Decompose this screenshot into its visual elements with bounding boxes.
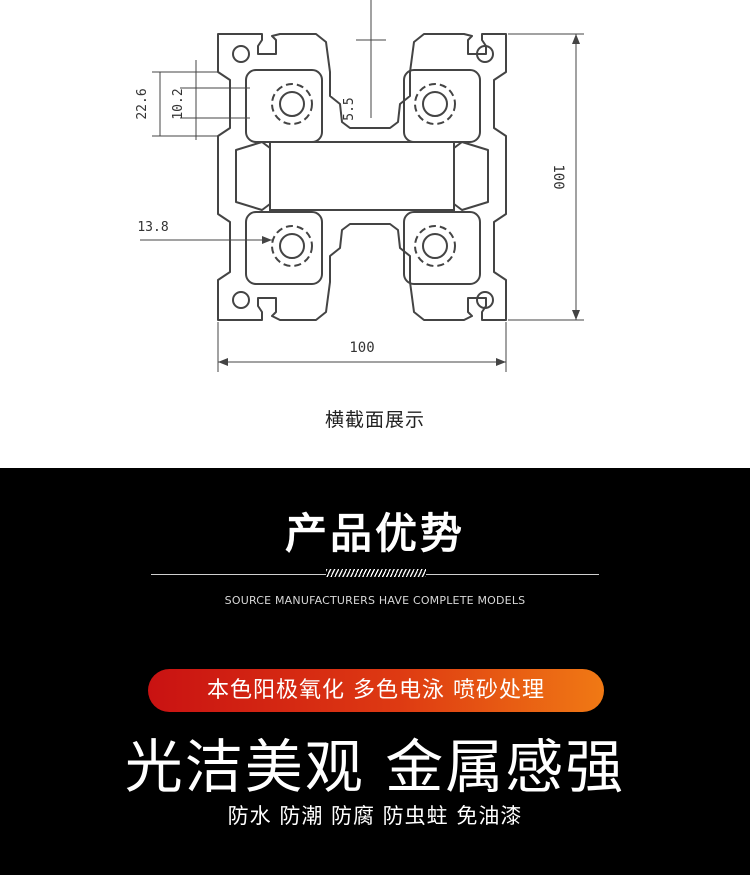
treatments-badge: 本色阳极氧化 多色电泳 喷砂处理 (148, 669, 604, 712)
cross-section-caption: 横截面展示 (324, 409, 425, 431)
dim-label-hole: 13.8 (137, 220, 168, 235)
gear-hole-tl (271, 83, 313, 125)
profile-cross-section-drawing: 100 100 22.6 10.2 5.5 13.8 (135, 0, 584, 372)
cross-section-panel: 100 100 22.6 10.2 5.5 13.8 横截面展示 (135, 0, 584, 431)
gear-hole-tr-inner (422, 91, 448, 117)
advantages-section: 产品优势 SOURCE MANUFACTURERS HAVE COMPLETE … (0, 468, 750, 875)
arrow-height-bottom (572, 310, 580, 320)
dimension-lines (140, 0, 584, 372)
advantages-title: 产品优势 (284, 509, 465, 558)
dimension-arrows (218, 34, 580, 366)
advantages-subtitle: SOURCE MANUFACTURERS HAVE COMPLETE MODEL… (224, 594, 526, 607)
dim-label-slot-outer: 22.6 (135, 88, 150, 119)
title-divider-hatch (326, 569, 426, 577)
pocket-top-right (403, 69, 481, 143)
gear-hole-bl (271, 225, 313, 267)
corner-holes (232, 45, 494, 309)
corner-hole-tl (232, 45, 250, 63)
corner-hole-tr (476, 45, 494, 63)
profile-outline (217, 33, 507, 321)
corner-hole-bl (232, 291, 250, 309)
arrow-width-left (218, 358, 228, 366)
dim-label-width: 100 (349, 340, 374, 356)
gear-hole-tr (414, 83, 456, 125)
pocket-top-left (245, 69, 323, 143)
gear-hole-br-inner (422, 233, 448, 259)
gear-hole-br (414, 225, 456, 267)
arrow-height-top (572, 34, 580, 44)
pocket-bottom-right (403, 211, 481, 285)
gear-hole-bl-inner (279, 233, 305, 259)
corner-hole-br (476, 291, 494, 309)
gear-hole-tl-inner (279, 91, 305, 117)
gear-holes (271, 83, 456, 267)
arrow-width-right (496, 358, 506, 366)
advantages-features: 防水 防潮 防腐 防虫蛀 免油漆 (227, 804, 523, 828)
dim-label-height: 100 (550, 164, 566, 189)
dim-label-slot-inner: 10.2 (171, 88, 186, 119)
advantages-headline: 光洁美观 金属感强 (124, 733, 626, 801)
dim-label-center: 5.5 (342, 97, 357, 120)
arrow-hole (262, 236, 272, 244)
pocket-bottom-left (245, 211, 323, 285)
profile-center-box (269, 141, 455, 211)
